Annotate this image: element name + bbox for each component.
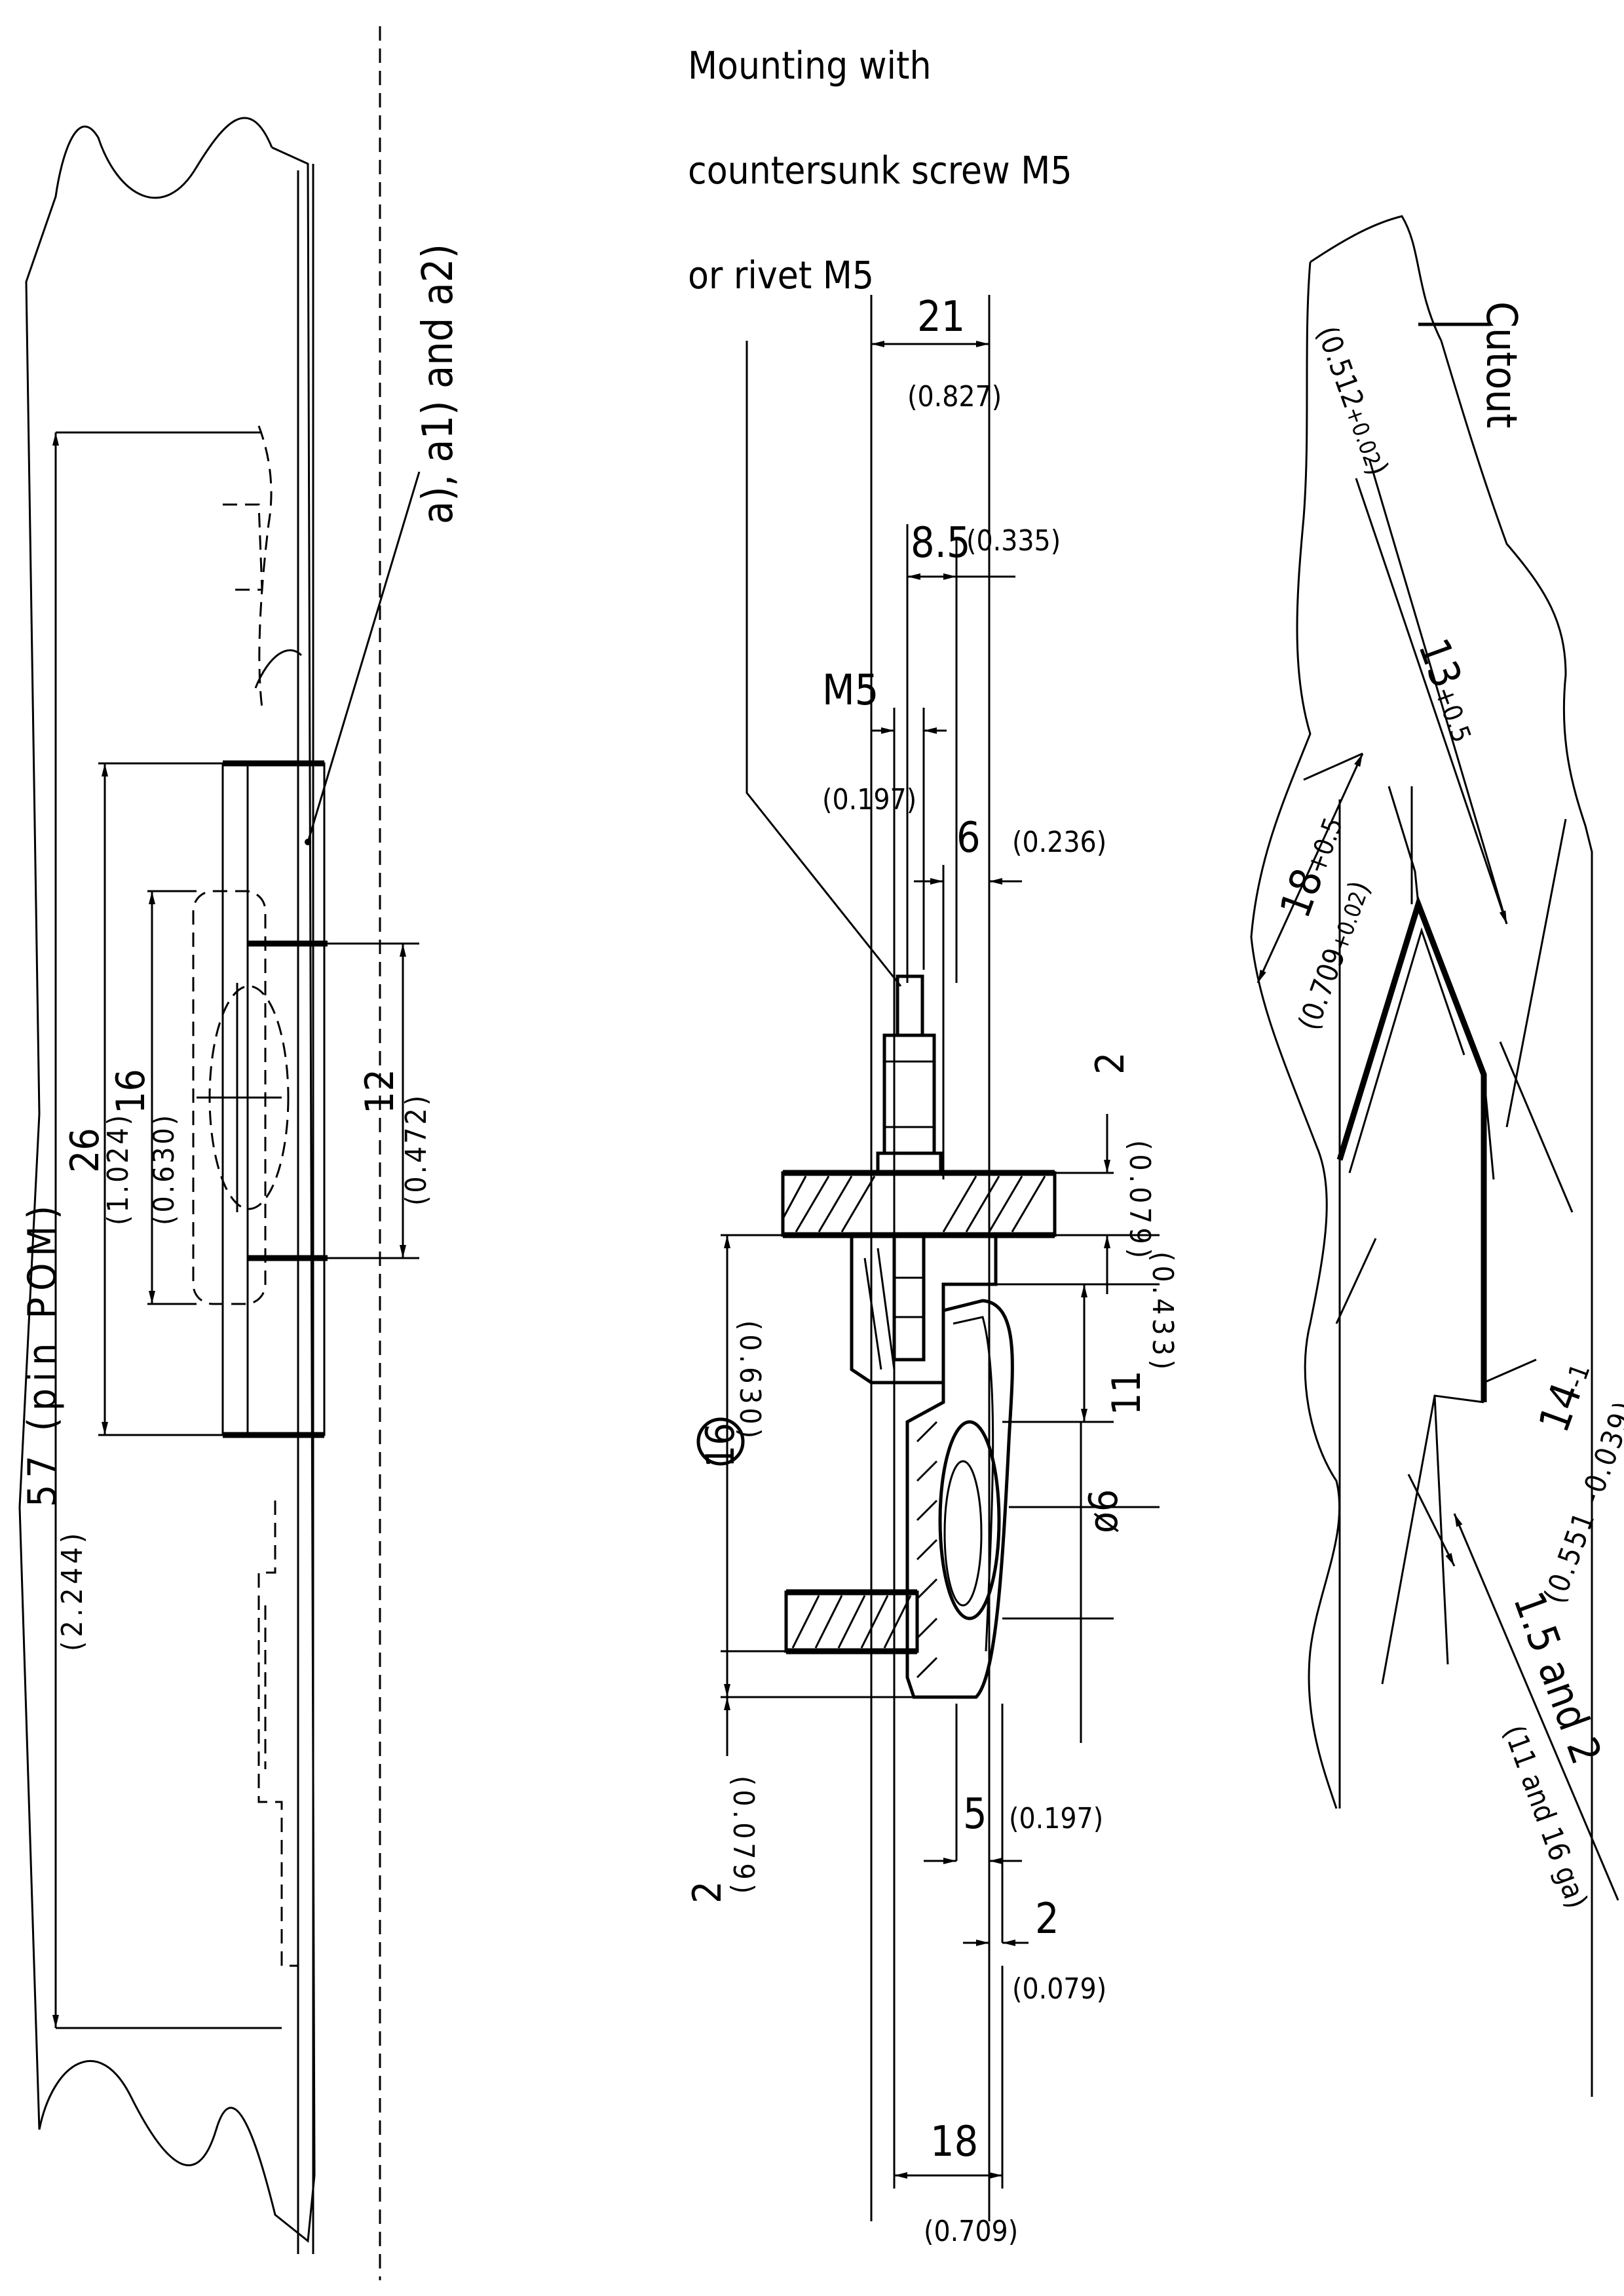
dim-5-inch-label: (0.197): [1009, 1802, 1103, 1835]
dim-2-bottom-inch-label: (0.079): [1012, 1972, 1106, 2006]
dim-m5-inch-label: (0.197): [822, 783, 916, 816]
dim-2-top-label: 2: [1087, 1052, 1133, 1075]
dim-2-left-label: 2: [685, 1881, 730, 1904]
right-view: Cutout (0.512+0.02) 13+0.5 18+0.5 (0.709…: [1250, 215, 1624, 2097]
dim-26-inch-label: (1.024): [102, 1113, 135, 1225]
dim-21-inch-label: (0.827): [907, 380, 1002, 413]
middle-view: Mounting with countersunk screw M5 or ri…: [685, 43, 1179, 2248]
dim-16-circled-inch-label: (0.630): [733, 1320, 766, 1442]
dim-12-inch-label: (0.472): [400, 1093, 433, 1206]
cutout-outline: [1336, 895, 1487, 1402]
dim-5-label: 5: [963, 1790, 987, 1839]
dim-11-inch-label: (0.433): [1146, 1252, 1179, 1373]
dim-18-label: 18: [930, 2118, 978, 2166]
dim-m5-label: M5: [822, 666, 878, 715]
bottom-plate-hatch: [791, 1595, 912, 1649]
dim-14-label: 14-1: [1530, 1355, 1600, 1439]
dim-11-label: 11: [1104, 1370, 1150, 1415]
dim-phi6-label: ø6: [1081, 1489, 1127, 1533]
dim-12-label: 12: [357, 1069, 403, 1114]
dim-0512-label: (0.512+0.02): [1310, 322, 1395, 480]
dim-18-inch-label: (0.709): [924, 2215, 1018, 2248]
left-callout-label: a), a1) and a2): [414, 244, 463, 524]
mounting-note-line1: Mounting with: [688, 43, 932, 88]
dim-26-label: 26: [62, 1128, 108, 1173]
left-view: a), a1) and a2) 57 (pin POM) (2.244) 26 …: [18, 26, 463, 2280]
circled-marker: [696, 1417, 745, 1466]
mounting-note-line2: countersunk screw M5: [688, 148, 1072, 193]
cutout-break-outline: [1250, 215, 1593, 2097]
dim-57-label: 57 (pin POM): [20, 1199, 66, 1507]
dim-6-inch-label: (0.236): [1012, 826, 1106, 859]
cutout-title: Cutout: [1477, 301, 1525, 429]
dim-16-inch-label: (0.630): [147, 1113, 181, 1225]
left-break-outline: [18, 117, 316, 2243]
dim-2-bottom-label: 2: [1035, 1895, 1059, 1943]
dim-13-label: 13+0.5: [1408, 632, 1490, 748]
dim-2-left-inch-label: (0.079): [727, 1776, 760, 1898]
mounting-note-line3: or rivet M5: [688, 253, 874, 297]
dim-57-inch-label: (2.244): [56, 1529, 89, 1651]
dim-8-5-label: 8.5: [911, 519, 971, 567]
hook-hatch: [916, 1421, 938, 1679]
dim-8-5-inch-label: (0.335): [966, 524, 1061, 558]
dim-16-circled-label: 16: [698, 1423, 744, 1468]
top-plate-hatch: [782, 1176, 1046, 1233]
dim-2-top-inch-label: (0.079): [1123, 1140, 1156, 1262]
dim-16-label: 16: [108, 1069, 154, 1114]
dim-6-label: 6: [956, 814, 981, 862]
dim-21-label: 21: [917, 293, 965, 341]
